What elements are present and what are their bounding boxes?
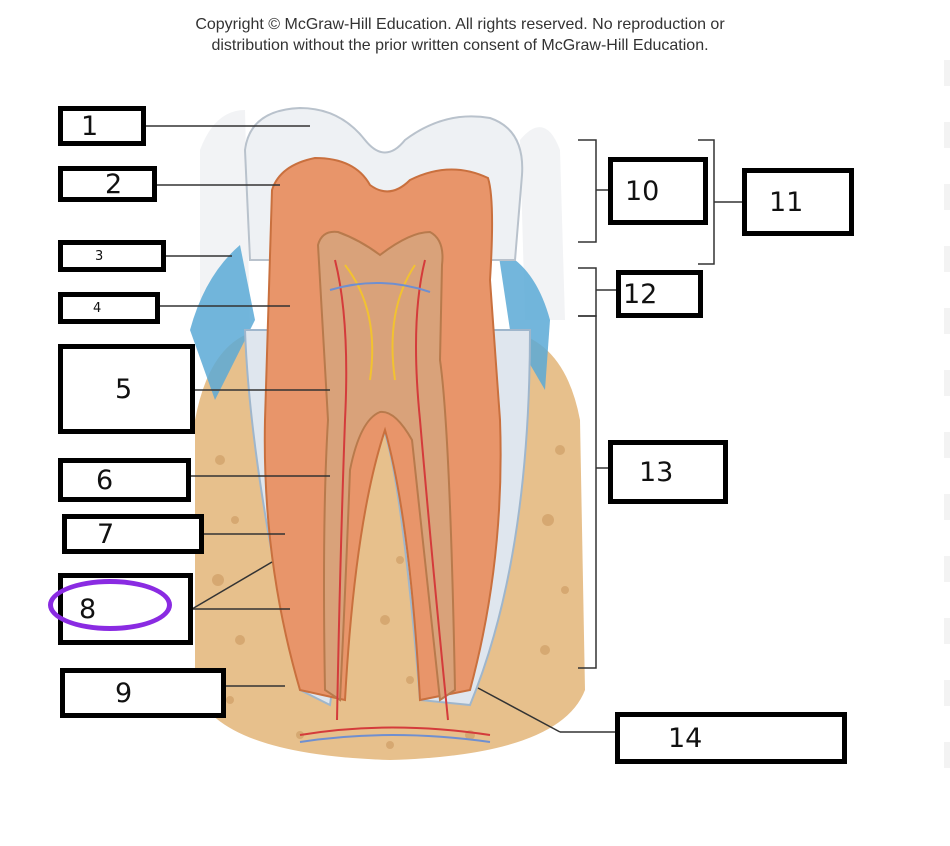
label-number-9: 9	[115, 677, 133, 709]
copyright-notice: Copyright © McGraw-Hill Education. All r…	[120, 14, 800, 56]
label-box-1[interactable]: 1	[58, 106, 146, 146]
pulp-cavity	[316, 230, 457, 702]
label-box-4[interactable]: 4	[58, 292, 160, 324]
pulp-nerves-vessels	[299, 259, 491, 743]
label-number-14: 14	[668, 722, 703, 754]
label-box-11[interactable]: 11	[742, 168, 854, 236]
label-box-3[interactable]: 3	[58, 240, 166, 272]
label-number-12: 12	[623, 278, 658, 310]
label-box-7[interactable]: 7	[62, 514, 204, 554]
label-number-3: 3	[95, 248, 104, 264]
label-number-7: 7	[97, 518, 115, 550]
label-number-13: 13	[639, 456, 674, 488]
neighbor-tooth-right	[520, 127, 565, 320]
label-box-9[interactable]: 9	[60, 668, 226, 718]
label-box-6[interactable]: 6	[58, 458, 191, 502]
region-brackets	[578, 139, 742, 669]
label-number-10: 10	[625, 175, 660, 207]
gingiva-left	[190, 245, 255, 400]
label-box-2[interactable]: 2	[58, 166, 157, 202]
label-box-14[interactable]: 14	[615, 712, 847, 764]
label-number-5: 5	[115, 373, 133, 405]
label-number-4: 4	[93, 300, 102, 316]
label-box-5[interactable]: 5	[58, 344, 195, 434]
label-box-10[interactable]: 10	[608, 157, 708, 225]
label-number-1: 1	[81, 110, 99, 142]
copyright-line-1: Copyright © McGraw-Hill Education. All r…	[195, 16, 725, 33]
leader-lines	[145, 125, 615, 733]
page-edge-strip	[944, 60, 950, 800]
copyright-line-2: distribution without the prior written c…	[211, 37, 709, 54]
label-number-6: 6	[96, 464, 114, 496]
gingiva-right	[498, 250, 550, 390]
label-box-12[interactable]: 12	[616, 270, 703, 318]
highlight-circle	[48, 579, 172, 631]
label-box-13[interactable]: 13	[608, 440, 728, 504]
label-number-2: 2	[105, 168, 123, 200]
label-number-11: 11	[769, 186, 804, 218]
